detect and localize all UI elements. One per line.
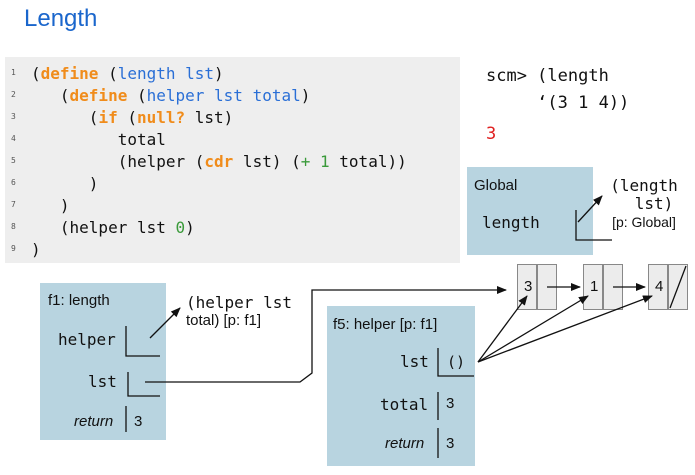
pair-1-value: 3 (524, 278, 533, 295)
line-number: 4 (11, 134, 16, 143)
global-function-annotation: (length lst) [p: Global] (610, 176, 678, 231)
f1-var-lst: lst (88, 372, 117, 391)
repl-prompt-line2: ‘(3 1 4)) (486, 93, 630, 113)
f1-lst-box (127, 372, 160, 397)
code-line-8: 8 (helper lst 0) (11, 218, 195, 237)
global-var-length: length (482, 213, 540, 232)
f1-helper-box (125, 326, 160, 357)
code-line-5: 5 (helper (cdr lst) (+ 1 total)) (11, 152, 407, 171)
repl-prompt-line1: scm> (length (486, 66, 609, 86)
f5-lst-arrow-2 (477, 295, 589, 363)
f5-lst-arrow-3 (477, 295, 653, 363)
code-line-9: 9 ) (11, 240, 41, 259)
global-length-box (575, 210, 612, 241)
f5-var-total: total (380, 395, 429, 414)
code-line-4: 4 total (11, 130, 166, 149)
code-line-3: 3 (if (null? lst) (11, 108, 234, 127)
f1-lst-arrow (145, 286, 507, 383)
f5-return-value: 3 (446, 435, 455, 452)
code-line-7: 7 ) (11, 196, 70, 215)
pair-3-value: 4 (655, 278, 664, 295)
line-number: 7 (11, 200, 16, 209)
f5-lst-value: () (447, 353, 466, 371)
line-number: 5 (11, 156, 16, 165)
f5-var-lst: lst (400, 352, 429, 371)
line-number: 2 (11, 90, 16, 99)
code-line-6: 6 ) (11, 174, 99, 193)
line-number: 6 (11, 178, 16, 187)
code-line-1: 1 (define (length lst) (11, 64, 224, 83)
line-number: 1 (11, 68, 16, 77)
f5-frame-label: f5: helper [p: f1] (333, 316, 438, 333)
f1-helper-annotation: (helper lst total) [p: f1] (186, 293, 292, 330)
global-frame-label: Global (474, 177, 518, 194)
f1-var-helper: helper (58, 330, 116, 349)
line-number: 8 (11, 222, 16, 231)
global-frame (467, 167, 593, 255)
f5-total-value: 3 (446, 395, 455, 412)
f1-helper-arrow (149, 307, 181, 339)
f1-helper-annotation-line2: total) [p: f1] (186, 312, 262, 329)
pair-2-value: 1 (590, 278, 599, 295)
code-panel: 1 (define (length lst) 2 (define (helper… (5, 57, 460, 263)
f1-frame (40, 283, 166, 440)
list-nil-slash (669, 265, 687, 309)
f5-frame (327, 306, 475, 466)
repl-result: 3 (486, 124, 497, 144)
f5-lst-box (437, 348, 474, 377)
f1-var-return: return (74, 413, 114, 430)
f5-lst-arrow-1 (477, 295, 528, 363)
code-line-2: 2 (define (helper lst total) (11, 86, 311, 105)
pair-3-car (648, 264, 668, 310)
f1-frame-label: f1: length (48, 292, 110, 309)
line-number: 9 (11, 244, 16, 253)
f5-var-return: return (385, 435, 425, 452)
global-length-arrow (577, 195, 603, 223)
f1-return-value: 3 (134, 413, 143, 430)
page-title: Length (24, 5, 98, 32)
line-number: 3 (11, 112, 16, 121)
